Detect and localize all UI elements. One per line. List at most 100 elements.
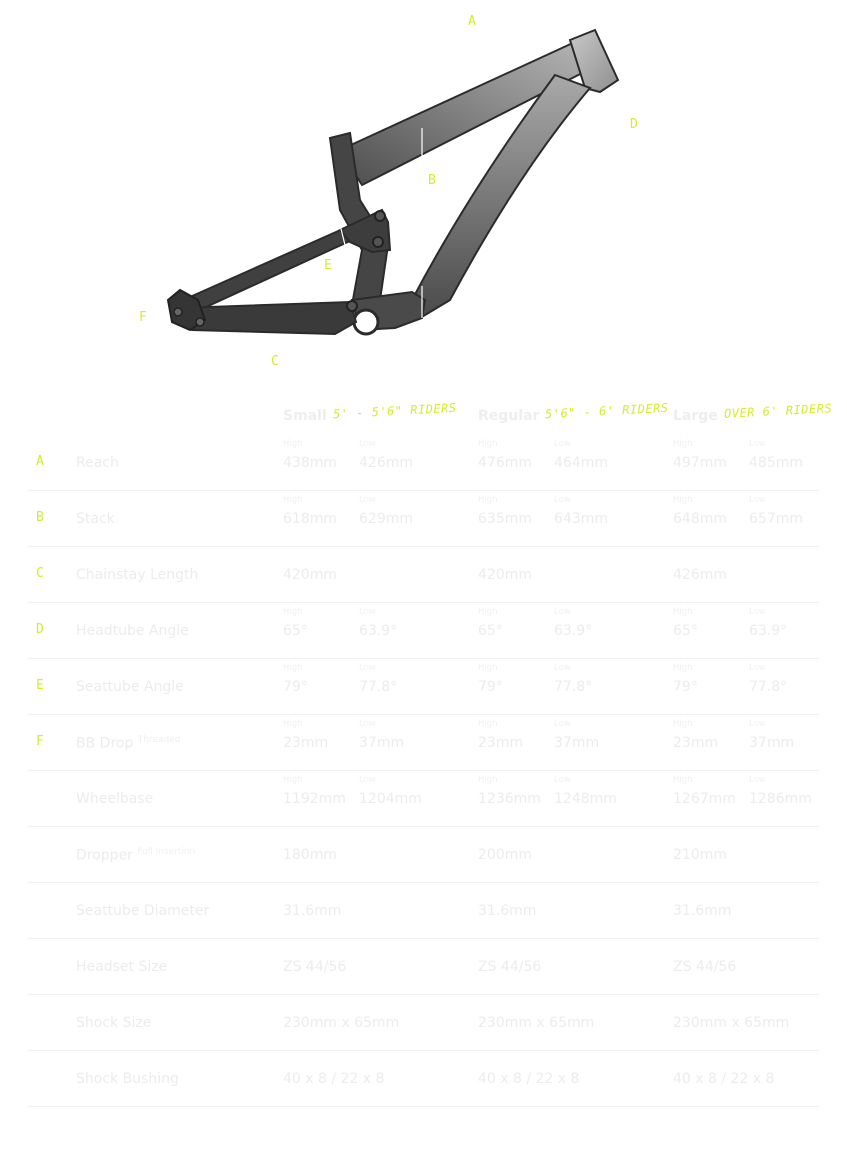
geometry-value: 23mm [283, 735, 329, 751]
geometry-value: 230mm x 65mm [478, 1015, 595, 1031]
geometry-value: 40 x 8 / 22 x 8 [283, 1071, 385, 1087]
geometry-value: ZS 44/56 [478, 959, 542, 975]
row-label-text: Seattube Diameter [76, 903, 210, 919]
value-cell: ZS 44/56 [478, 943, 550, 975]
head-tube [568, 28, 620, 94]
position-caption: High [673, 607, 693, 617]
row-label: Wheelbase [76, 791, 153, 807]
geometry-value: 37mm [359, 735, 405, 751]
marker-e: E [324, 258, 332, 273]
position-caption: Low [749, 495, 766, 505]
row-label-text: BB Drop [76, 735, 134, 752]
marker-d: D [630, 117, 638, 132]
value-cell: 40 x 8 / 22 x 8 [283, 1055, 385, 1087]
row-label-text: Reach [76, 455, 119, 471]
row-marker: C [36, 566, 44, 581]
row-marker: B [36, 510, 44, 525]
rider-range: OVER 6' RIDERS [723, 401, 833, 421]
rider-range: 5'6" - 6' RIDERS [545, 400, 670, 422]
value-cell: ZS 44/56 [673, 943, 745, 975]
geometry-value: 657mm [749, 511, 803, 527]
marker-c: C [271, 354, 279, 369]
position-caption: High [283, 607, 303, 617]
position-caption: High [673, 495, 693, 505]
value-cell: Low 657mm [749, 495, 821, 527]
row-label-text: Stack [76, 511, 115, 527]
marker-f: F [139, 310, 147, 325]
geometry-value: 77.8° [554, 679, 593, 695]
value-cell: 420mm [283, 551, 355, 583]
position-caption: Low [749, 663, 766, 673]
row-label-text: Chainstay Length [76, 567, 199, 583]
row-label: BB Drop Threaded [76, 735, 181, 752]
geometry-value: 485mm [749, 455, 803, 471]
table-row: Shock Size 230mm x 65mm 230mm x 65mm 230mm … [28, 995, 819, 1051]
geometry-value: 23mm [673, 735, 719, 751]
geometry-value: 420mm [478, 567, 532, 583]
geometry-value: 230mm x 65mm [673, 1015, 790, 1031]
geometry-value: 426mm [673, 567, 727, 583]
row-marker: F [36, 734, 44, 749]
table-row: C Chainstay Length 420mm 420mm 426mm [28, 547, 819, 603]
geometry-value: 31.6mm [478, 903, 537, 919]
geometry-value: 63.9° [749, 623, 788, 639]
position-caption: High [673, 439, 693, 449]
geometry-value: 77.8° [359, 679, 398, 695]
position-caption: Low [749, 719, 766, 729]
size-name: Regular [478, 408, 540, 424]
row-label-text: Headtube Angle [76, 623, 189, 639]
value-cell: 31.6mm [283, 887, 355, 919]
geometry-value: 618mm [283, 511, 337, 527]
position-caption: High [283, 439, 303, 449]
position-caption: High [283, 719, 303, 729]
value-cell: High 648mm [673, 495, 745, 527]
position-caption: High [478, 495, 498, 505]
row-label-text: Shock Size [76, 1015, 152, 1031]
geometry-value: 40 x 8 / 22 x 8 [478, 1071, 580, 1087]
value-cell: 31.6mm [478, 887, 550, 919]
value-cell: 40 x 8 / 22 x 8 [478, 1055, 580, 1087]
geometry-value: 1248mm [554, 791, 617, 807]
geometry-value: 65° [478, 623, 503, 639]
marker-a: A [468, 14, 476, 29]
row-label: Seattube Angle [76, 679, 184, 695]
bike-frame-drawing [166, 28, 620, 336]
position-caption: Low [749, 607, 766, 617]
value-cell: 230mm x 65mm [283, 999, 399, 1031]
value-cell: 426mm [673, 551, 745, 583]
row-label-text: Dropper [76, 847, 133, 864]
geometry-value: 1267mm [673, 791, 736, 807]
size-header-regular: Regular 5'6" - 6' RIDERS [478, 401, 669, 424]
row-label-note: Full Insertion [137, 847, 196, 857]
position-caption: Low [554, 607, 571, 617]
row-label: Reach [76, 455, 119, 471]
frame-diagram: A B C D E F [0, 0, 847, 380]
value-cell: 210mm [673, 831, 745, 863]
position-caption: High [478, 663, 498, 673]
geometry-value: ZS 44/56 [673, 959, 737, 975]
geometry-value: 648mm [673, 511, 727, 527]
geometry-value: 210mm [673, 847, 727, 863]
value-cell: 230mm x 65mm [478, 999, 595, 1031]
position-caption: High [283, 495, 303, 505]
